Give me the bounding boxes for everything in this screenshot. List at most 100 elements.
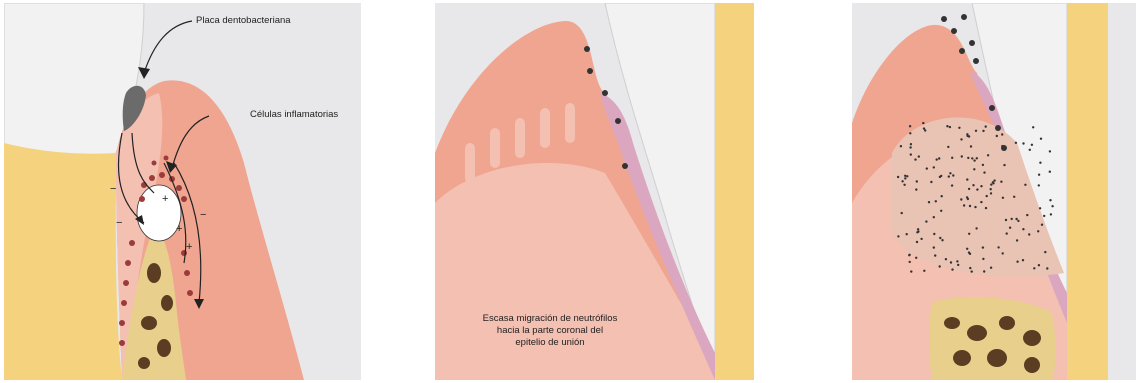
infiltrate-cell — [910, 143, 912, 145]
infiltrate-cell — [936, 158, 938, 160]
caption-line-2: hacia la parte coronal del — [435, 325, 665, 337]
infiltrate-cell — [983, 270, 985, 272]
infiltrate-cell — [1022, 142, 1024, 144]
infiltrate-cell — [1002, 197, 1004, 199]
sign-plus-1: + — [162, 193, 168, 205]
infiltrate-cell — [992, 181, 994, 183]
infiltrate-cell — [1029, 149, 1031, 151]
infiltrate-cell — [966, 196, 968, 198]
infiltrate-cell — [987, 154, 989, 156]
infiltrate-cell — [1049, 171, 1051, 173]
infiltrate-cell — [976, 157, 978, 159]
infiltrate-cell — [1003, 164, 1005, 166]
infiltrate-cell — [918, 155, 920, 157]
infiltrate-cell — [915, 188, 917, 190]
sign-minus-3: − — [200, 209, 206, 221]
infiltrate-cell — [972, 184, 974, 186]
infiltrate-cell — [982, 130, 984, 132]
infiltrate-cell — [1001, 133, 1003, 135]
infiltrate-cell — [925, 220, 927, 222]
label-plaque: Placa dentobacteriana — [196, 15, 291, 26]
infiltrate-cell — [971, 157, 973, 159]
infiltrate-cell — [928, 201, 930, 203]
infiltrate-cell — [1015, 218, 1017, 220]
infiltrate-cell — [968, 251, 970, 253]
infiltrate-cell — [940, 175, 942, 177]
infiltrate-cell — [1017, 220, 1019, 222]
infiltrate-cell — [939, 237, 941, 239]
infiltrate-cell — [974, 206, 976, 208]
infiltrate-cell — [909, 132, 911, 134]
infiltrate-cell — [966, 248, 968, 250]
infiltrate-cell — [990, 267, 992, 269]
infiltrate-cell — [906, 233, 908, 235]
infiltrate-cell — [916, 241, 918, 243]
tooth-root — [1067, 3, 1108, 380]
infiltrate-cell — [960, 198, 962, 200]
caption-line-3: epitelio de unión — [435, 337, 665, 349]
infiltrate-cell — [926, 167, 928, 169]
infiltrate-cell — [969, 205, 971, 207]
infiltrate-cell — [933, 246, 935, 248]
panel-neutrophil-migration: Escasa migración de neutrófilos hacia la… — [435, 3, 754, 380]
infiltrate-cell — [933, 216, 935, 218]
infiltrate-cell — [982, 164, 984, 166]
infiltrate-cell — [1038, 264, 1040, 266]
infiltrate-cell — [910, 153, 912, 155]
infiltrate-cell — [909, 125, 911, 127]
tooth-root — [4, 143, 122, 380]
infiltrate-cell — [1043, 215, 1045, 217]
infiltrate-cell — [980, 185, 982, 187]
panel-advanced-lesion — [852, 3, 1136, 380]
infiltrate-cell — [903, 184, 905, 186]
infiltrate-cell — [949, 126, 951, 128]
infiltrate-cell — [982, 258, 984, 260]
infiltrate-cell — [906, 175, 908, 177]
infiltrate-cell — [917, 228, 919, 230]
infiltrate-cell — [969, 267, 971, 269]
infiltrate-cell — [957, 264, 959, 266]
infiltrate-cell — [923, 270, 925, 272]
infiltrate-cell — [1026, 214, 1028, 216]
infiltrate-cell — [904, 175, 906, 177]
infiltrate-cell — [990, 183, 992, 185]
infiltrate-cell — [938, 157, 940, 159]
infiltrate-cell — [1013, 196, 1015, 198]
infiltrate-cell — [935, 200, 937, 202]
infiltrate-cell — [916, 180, 918, 182]
infiltrate-cell — [966, 178, 968, 180]
sign-plus-2: + — [176, 223, 182, 235]
infiltrate-cell — [956, 260, 958, 262]
infiltrate-cell — [945, 258, 947, 260]
infiltrate-cell — [909, 146, 911, 148]
infiltrate-cell — [973, 168, 975, 170]
infiltrate-cell — [1041, 224, 1043, 226]
infiltrate-cell — [958, 127, 960, 129]
infiltrate-cell — [941, 239, 943, 241]
infiltrate-cell — [996, 135, 998, 137]
infiltrate-cell — [986, 195, 988, 197]
infiltrate-cell — [1000, 181, 1002, 183]
infiltrate-cell — [917, 230, 919, 232]
infiltrate-cell — [940, 210, 942, 212]
infiltrate-cell — [1032, 126, 1034, 128]
infiltrate-cell — [923, 127, 925, 129]
infiltrate-cell — [997, 246, 999, 248]
infiltrate-cell — [975, 130, 977, 132]
infiltrate-cell — [983, 171, 985, 173]
infiltrate-cell — [1038, 174, 1040, 176]
infiltrate-cell — [985, 207, 987, 209]
sign-minus-1: − — [110, 183, 116, 195]
infiltrate-cell — [963, 204, 965, 206]
infiltrate-cell — [909, 261, 911, 263]
infiltrate-cell — [1037, 230, 1039, 232]
infiltrate-cell — [949, 172, 951, 174]
infiltrate-cell — [901, 180, 903, 182]
infiltrate-cell — [1011, 218, 1013, 220]
infiltrate-cell — [1050, 213, 1052, 215]
caption-neutrophil-migration: Escasa migración de neutrófilos hacia la… — [435, 313, 665, 349]
infiltrate-cell — [1022, 228, 1024, 230]
infiltrate-cell — [951, 184, 953, 186]
infiltrate-cell — [1051, 205, 1053, 207]
infiltrate-cell — [970, 145, 972, 147]
